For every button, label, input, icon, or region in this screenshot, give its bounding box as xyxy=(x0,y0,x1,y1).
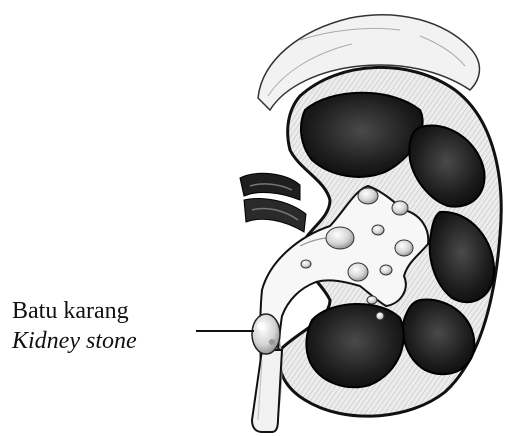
label-malay: Batu karang xyxy=(12,296,212,326)
stone xyxy=(380,265,392,275)
stone xyxy=(358,188,378,204)
ureter xyxy=(252,350,282,432)
label-english: Kidney stone xyxy=(12,326,212,356)
stone xyxy=(392,201,408,215)
stone xyxy=(367,296,377,304)
stone xyxy=(376,312,384,320)
stone xyxy=(372,225,384,235)
ureter-stone xyxy=(252,314,280,354)
stone xyxy=(301,260,311,268)
stone xyxy=(395,240,413,256)
stone xyxy=(348,263,368,281)
stone-label: Batu karang Kidney stone xyxy=(12,296,212,356)
renal-vessels xyxy=(240,173,306,232)
stone xyxy=(326,227,354,249)
